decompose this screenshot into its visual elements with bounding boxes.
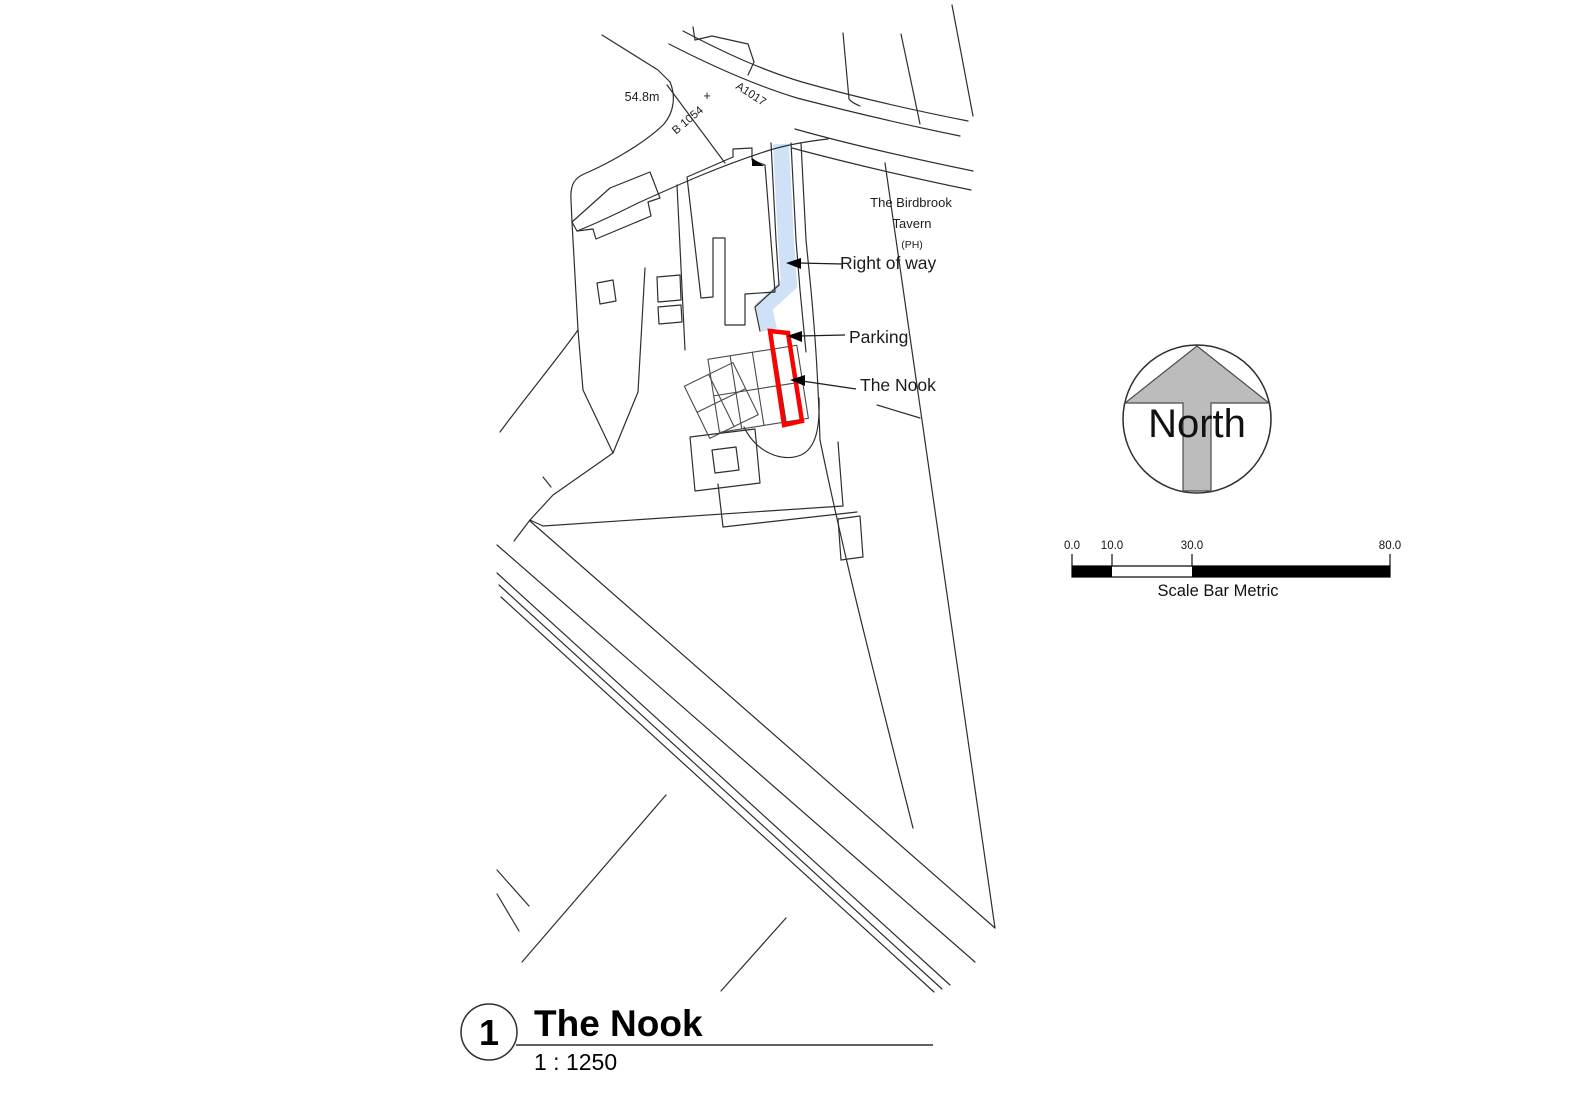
scale-tick-marks: [1071, 554, 1391, 566]
spot-height-label: 54.8m: [625, 90, 660, 104]
scale-tick-label-30: 30.0: [1181, 540, 1203, 552]
parking-arrowhead: [787, 331, 802, 342]
tavern-label-line3: (PH): [901, 239, 923, 251]
tavern-label-line1: The Birdbrook: [870, 195, 952, 210]
scale-tick-label-80: 80.0: [1379, 540, 1401, 552]
scale-bar-caption: Scale Bar Metric: [1157, 582, 1278, 600]
site-outline-highlight: [767, 328, 805, 428]
north-tick-mark: [752, 158, 764, 166]
the-nook-label: The Nook: [860, 375, 936, 395]
annotation-leaders: [786, 258, 857, 390]
north-arrow-label: North: [1148, 402, 1246, 446]
scale-bar: 0.0 10.0 30.0 80.0 Scale Bar Metric: [1064, 540, 1401, 600]
drawing-title: The Nook: [534, 1003, 703, 1044]
drawing-number: 1: [479, 1012, 499, 1053]
north-arrow-glyph: [1123, 345, 1271, 492]
parking-label: Parking: [849, 327, 908, 347]
road-label-a1017: A1017: [733, 80, 767, 108]
field-track-linework: [496, 519, 996, 993]
scale-bar-segment-black2: [1192, 566, 1390, 577]
north-arrow: North: [1122, 344, 1272, 494]
centre-plot-linework: [529, 147, 858, 528]
east-linework: [754, 142, 996, 929]
tavern-label-line2: Tavern: [892, 216, 931, 231]
right-of-way-path: [755, 143, 798, 332]
road-linework-top: [570, 4, 974, 232]
drawing-scale: 1 : 1250: [534, 1049, 617, 1075]
the-nook-arrowhead: [790, 375, 805, 386]
right-of-way-label: Right of way: [840, 253, 937, 273]
scale-tick-label-10: 10.0: [1101, 540, 1123, 552]
survey-cross-mark: +: [703, 88, 711, 103]
right-of-way-arrowhead: [786, 258, 801, 269]
title-block: 1 The Nook 1 : 1250: [460, 1003, 933, 1075]
road-label-b1054: B 1054: [670, 104, 706, 137]
scale-tick-label-0: 0.0: [1064, 540, 1080, 552]
plot-grid: [683, 344, 809, 439]
drawing-number-circle: [460, 1003, 518, 1061]
west-plot-linework: [499, 171, 683, 521]
scale-bar-segment-black1: [1072, 566, 1112, 577]
